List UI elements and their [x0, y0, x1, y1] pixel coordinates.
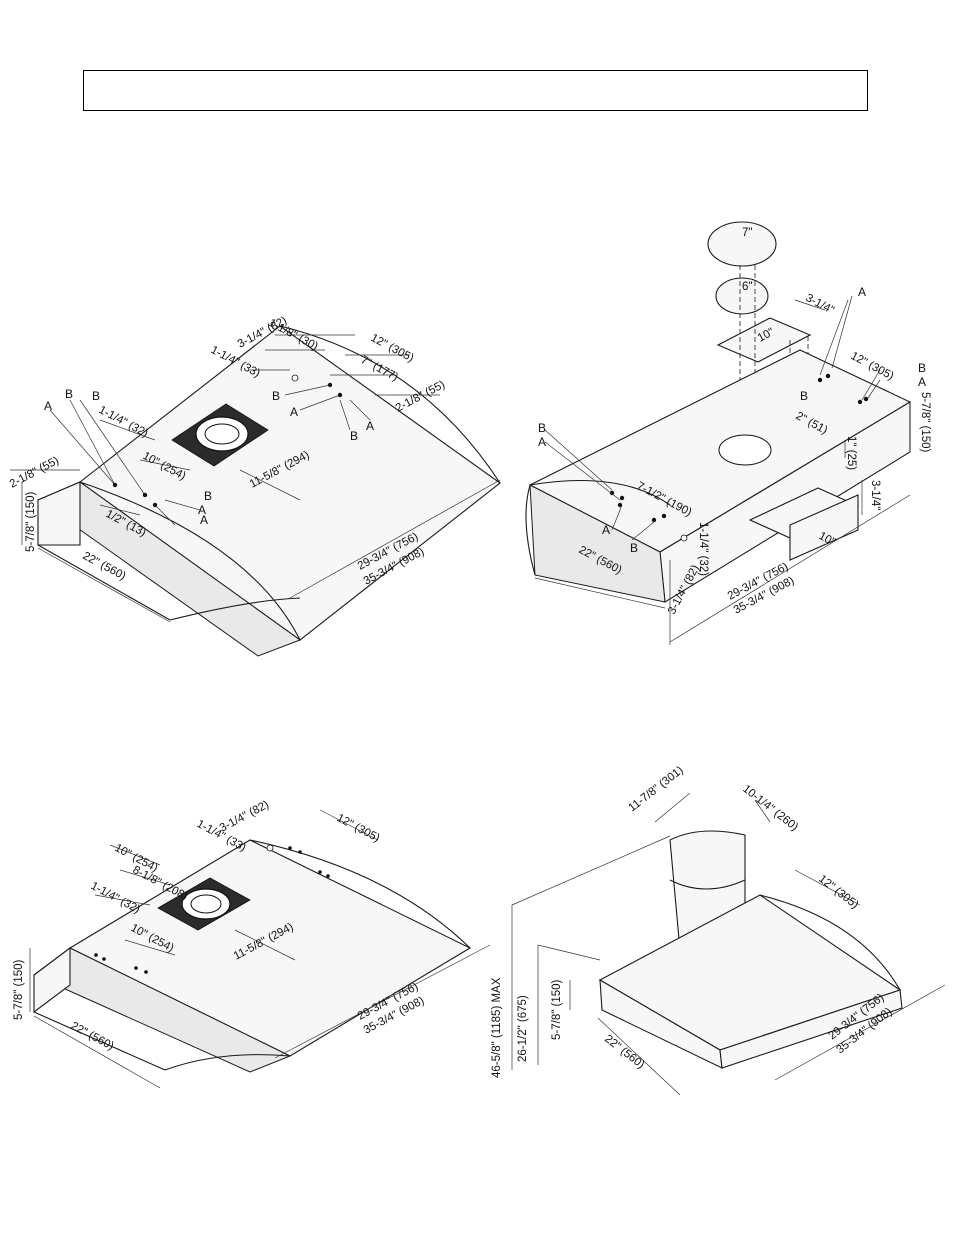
fig1-label-3: A [198, 503, 206, 517]
figure-4-hood-drawing: 11-7/8" (301) 10-1/4" (260) 12" (305) 46… [491, 764, 946, 1096]
header-box [83, 70, 868, 111]
fig3-dim-9: 5-7/8" (150) [13, 959, 25, 1020]
fig1-dim-10: 2-1/8" (55) [8, 455, 61, 491]
fig3-dim-10: 22" (560) [69, 1020, 116, 1053]
fig4-dim-7: 22" (560) [602, 1033, 646, 1071]
fig2-dim-12: 1-1/4" (32) [697, 522, 709, 576]
fig1-label-4: B [204, 489, 212, 503]
fig1-dim-7: 1-1/4" (32) [97, 404, 150, 440]
fig2-dim-10: 3-1/4" [869, 480, 881, 510]
fig2-label-7: B [538, 421, 546, 435]
fig4-dim-3: 12" (305) [816, 873, 860, 911]
fig1-label-9: B [92, 389, 100, 403]
fig2-dim-8: 1" (25) [845, 436, 857, 470]
fig2-label-4: B [800, 389, 808, 403]
fig1-label-2: B [65, 387, 73, 401]
fig2-label-5: A [538, 435, 546, 449]
fig2-label-3: A [918, 375, 926, 389]
fig1-label-6: A [290, 405, 298, 419]
fig4-dim-1: 11-7/8" (301) [626, 764, 685, 814]
fig4-dim-6: 5-7/8" (150) [551, 979, 563, 1040]
fig3-dim-3: 12" (305) [335, 812, 382, 845]
fig2-label-1: A [858, 285, 866, 299]
fig1-dim-5: 7" (177) [359, 354, 401, 384]
figure-1-hood-drawing: 1-1/8" (30) 3-1/4" (82) 1-1/4" (33) 12" … [8, 315, 501, 657]
fig4-dim-4: 46-5/8" (1185) MAX [491, 977, 503, 1078]
fig1-label-7: B [350, 429, 358, 443]
fig1-label-1: A [44, 399, 52, 413]
fig4-dim-5: 26-1/2" (675) [517, 995, 529, 1062]
fig2-dim-3: 3-1/4" [804, 292, 836, 317]
fig2-dim-2: 6" [742, 281, 752, 293]
fig2-dim-1: 7" [742, 227, 752, 239]
fig3-dim-6: 1-1/4" (32) [89, 880, 142, 916]
fig2-label-8: B [630, 541, 638, 555]
fig1-label-5: B [272, 389, 280, 403]
figure-3-hood-drawing: 3-1/4" (82) 1-1/4" (33) 12" (305) 10" (2… [13, 799, 491, 1089]
figure-2-hood-drawing: 7" 6" 3-1/4" 10" 12" (305) 5-7/8" (150) … [525, 221, 931, 645]
fig4-dim-2: 10-1/4" (260) [740, 783, 800, 834]
fig1-dim-11: 5-7/8" (150) [25, 491, 37, 552]
fig1-label-8: A [366, 419, 374, 433]
fig3-dim-1: 3-1/4" (82) [218, 799, 271, 835]
fig2-label-2: B [918, 361, 926, 375]
fig1-label-10: A [200, 513, 208, 527]
fig2-dim-6: 5-7/8" (150) [919, 392, 931, 453]
fig1-dim-6: 2-1/8" (55) [394, 379, 447, 415]
fig2-label-6: A [602, 523, 610, 537]
